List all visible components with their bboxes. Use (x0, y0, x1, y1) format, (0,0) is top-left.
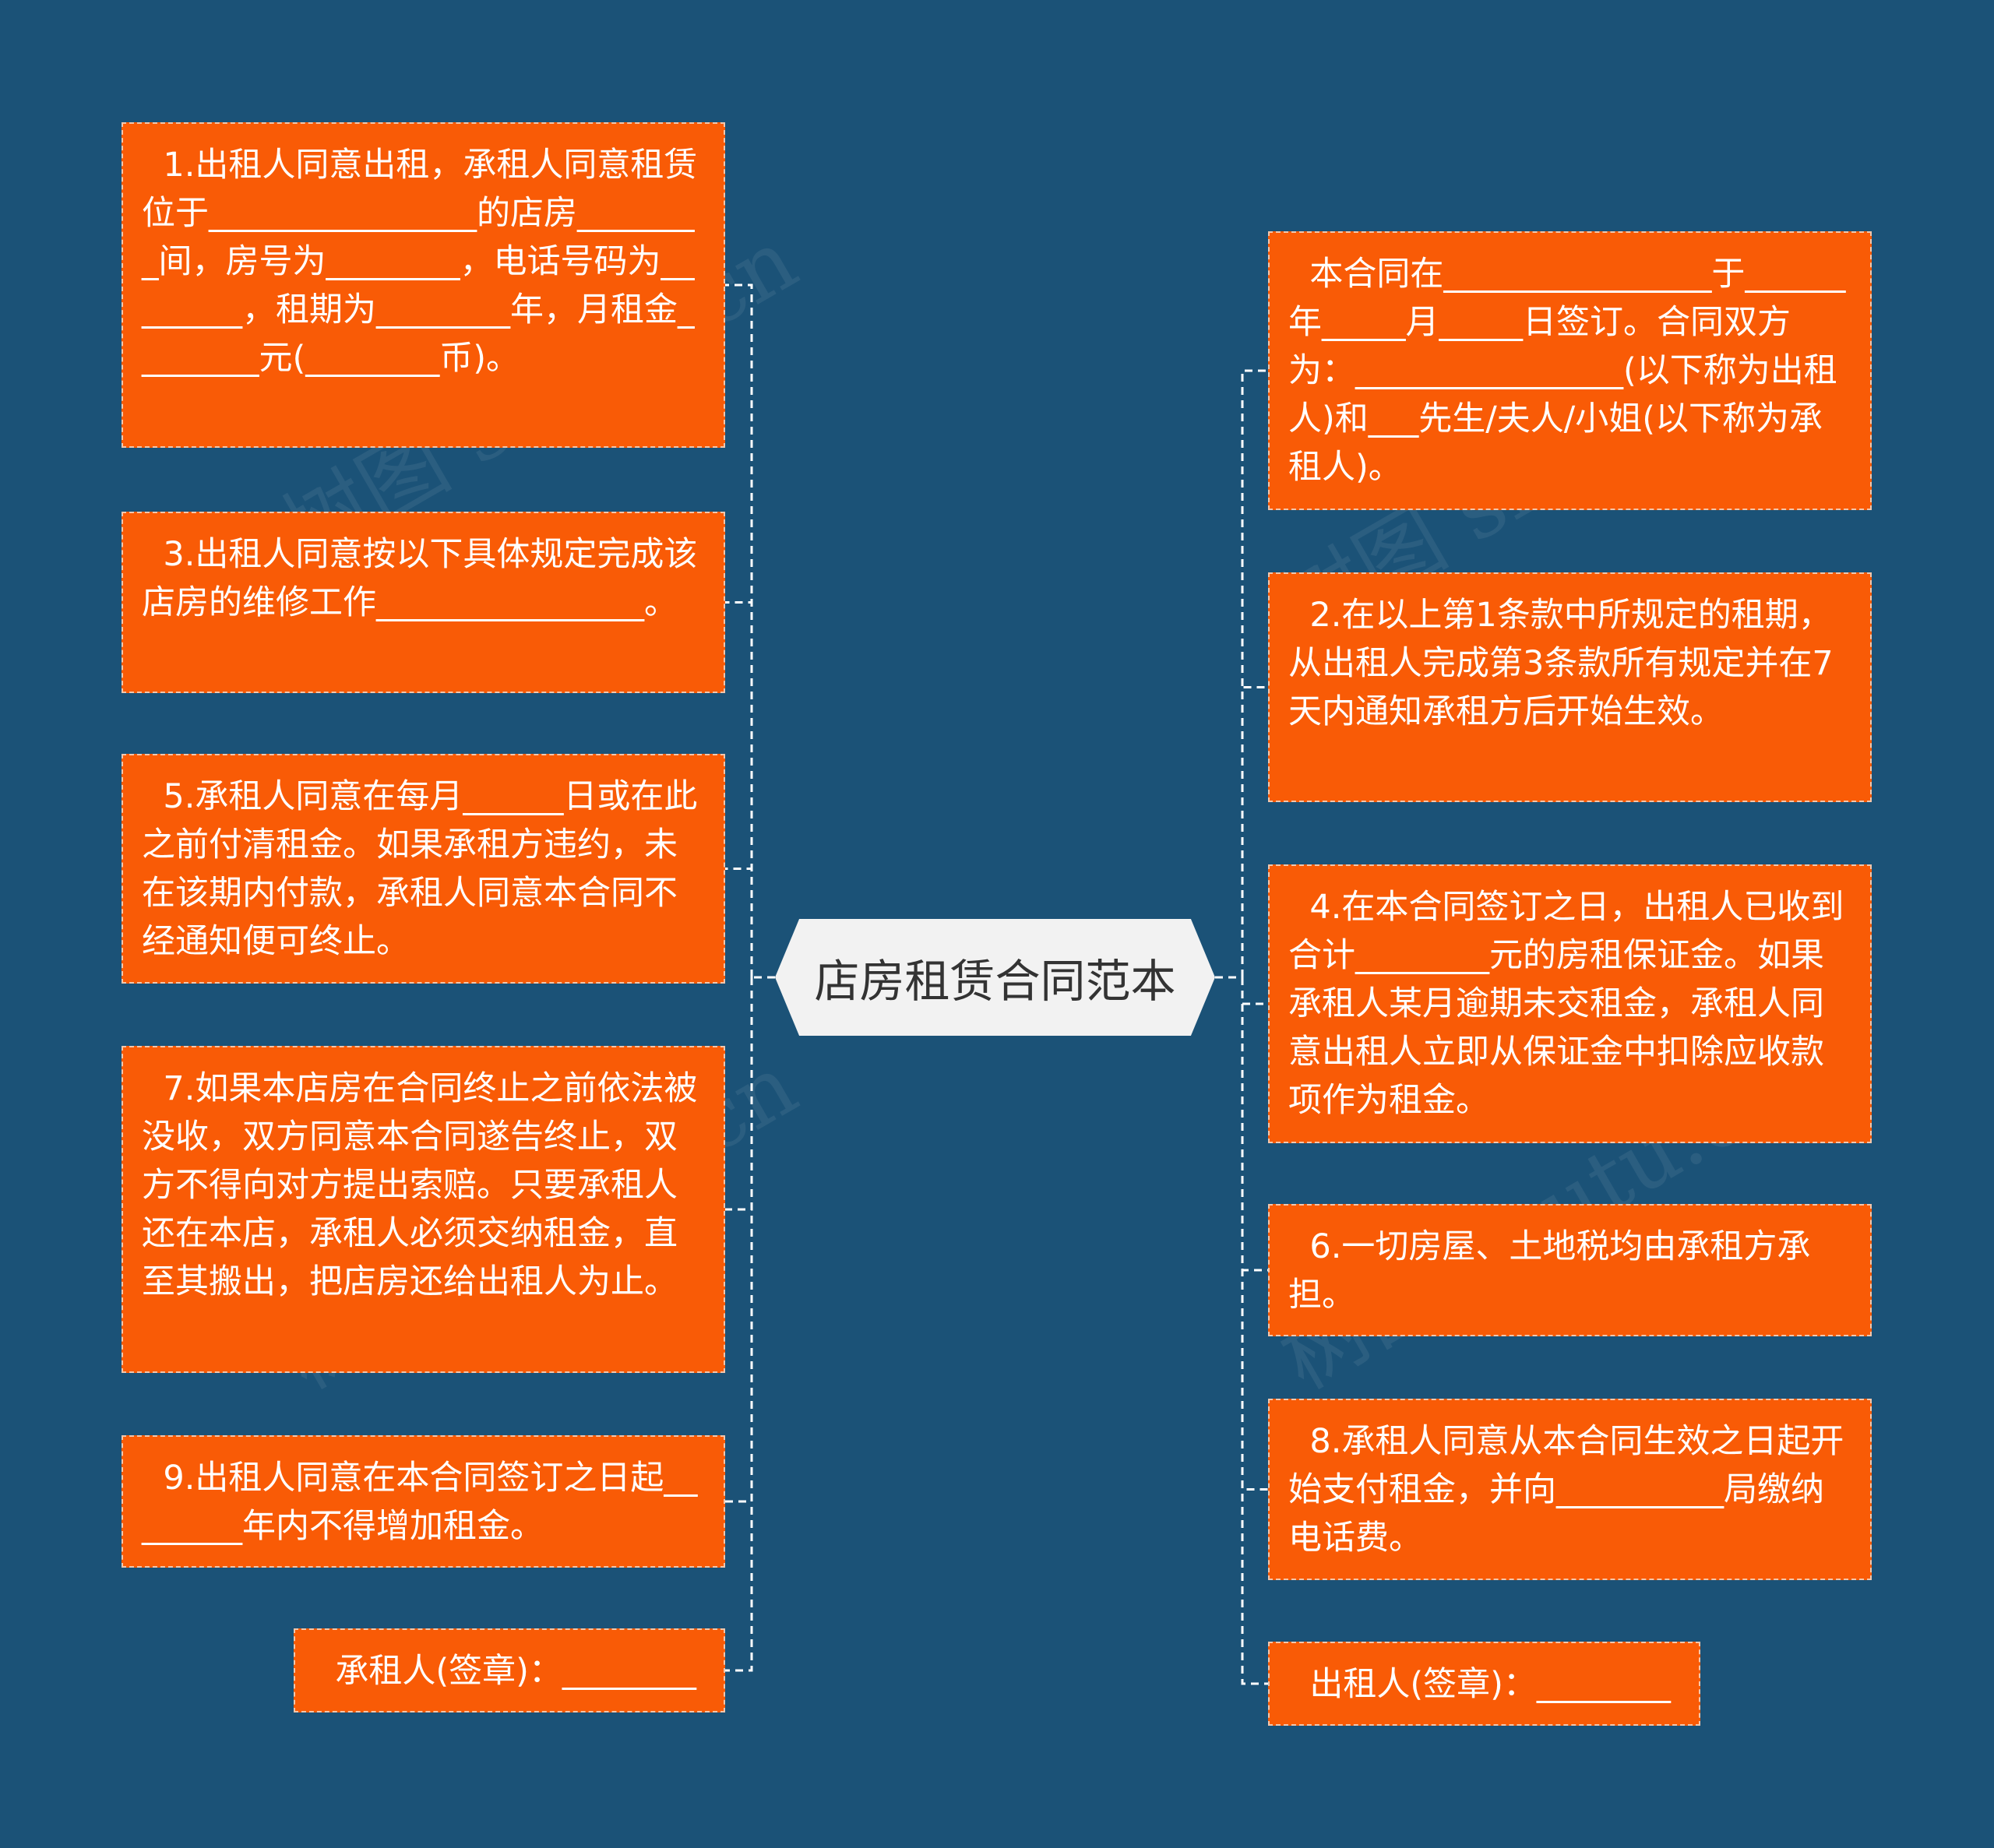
connector-branch (725, 283, 753, 977)
left-node-3[interactable]: 3.出租人同意按以下具体规定完成该店房的维修工作________________… (122, 512, 725, 693)
left-node-5[interactable]: 5.承租人同意在每月______日或在此之前付清租金。如果承租方违约，未在该期内… (122, 754, 725, 984)
right-node-4[interactable]: 4.在本合同签订之日，出租人已收到合计________元的房租保证金。如果承租人… (1268, 864, 1872, 1143)
right-node-8[interactable]: 8.承租人同意从本合同生效之日起开始支付租金，并向__________局缴纳电话… (1268, 1399, 1872, 1580)
central-topic[interactable]: 店房租赁合同范本 (775, 919, 1215, 1036)
central-topic-label: 店房租赁合同范本 (814, 955, 1176, 1008)
left-node-tenant-signature[interactable]: 承租人(签章)：________ (294, 1628, 725, 1712)
connector-branch (725, 977, 753, 1211)
right-node-intro[interactable]: 本合同在________________于______年_____月_____日… (1268, 231, 1872, 510)
left-node-9[interactable]: 9.出租人同意在本合同签订之日起________年内不得增加租金。 (122, 1435, 725, 1568)
right-node-2[interactable]: 2.在以上第1条款中所规定的租期，从出租人完成第3条款所有规定并在7天内通知承租… (1268, 572, 1872, 802)
right-node-landlord-signature[interactable]: 出租人(签章)：________ (1268, 1642, 1700, 1726)
connector-branch (1241, 977, 1268, 1685)
connector-branch (1241, 686, 1268, 977)
connector-branch (1241, 977, 1268, 1005)
connector-branch (725, 601, 753, 977)
left-node-7[interactable]: 7.如果本店房在合同终止之前依法被没收，双方同意本合同遂告终止，双方不得向对方提… (122, 1046, 725, 1373)
left-node-1[interactable]: 1.出租人同意出租，承租人同意租赁位于________________的店房__… (122, 122, 725, 448)
right-node-6[interactable]: 6.一切房屋、土地税均由承租方承担。 (1268, 1204, 1872, 1336)
connector-branch (1241, 977, 1268, 1272)
connector-branch (1241, 369, 1268, 977)
connector-branch (725, 868, 753, 977)
connector-branch (725, 977, 753, 1672)
connector-branch (1241, 977, 1268, 1491)
connector-branch (725, 977, 753, 1503)
